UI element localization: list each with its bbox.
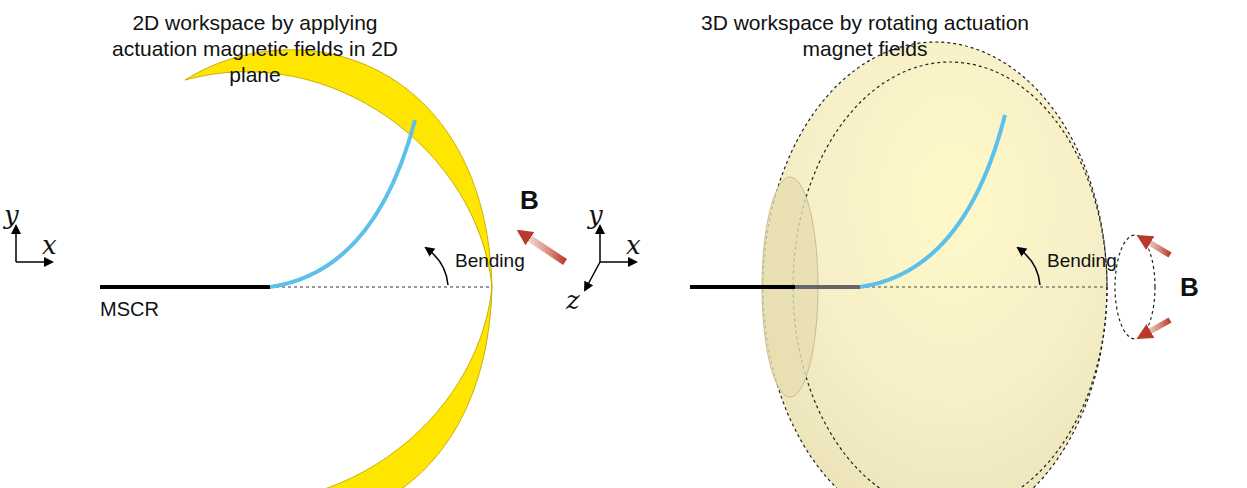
bent-segment — [270, 120, 415, 287]
part-label: MSCR — [100, 298, 159, 321]
mscr-rod — [100, 285, 270, 289]
bending-label: Bending — [1047, 250, 1117, 272]
axis-label: y — [588, 200, 603, 230]
axis-label: z — [566, 285, 580, 315]
right-panel — [585, 42, 1170, 488]
field-arrow — [1140, 320, 1170, 337]
bending-label: Bending — [455, 250, 525, 272]
axis-label: x — [626, 230, 641, 260]
field-arrow — [520, 232, 565, 262]
axis-label: y — [4, 200, 19, 230]
field-label: B — [520, 185, 539, 216]
workspace-crescent — [185, 287, 492, 488]
panel-title: 3D workspace by rotating actuation magne… — [700, 10, 1030, 62]
panel-title: 2D workspace by applying actuation magne… — [95, 10, 415, 88]
field-arrow — [1140, 237, 1170, 255]
bent-segment — [860, 115, 1005, 287]
field-label: B — [1180, 272, 1199, 303]
left-panel — [16, 50, 565, 488]
axis-label: x — [42, 230, 57, 260]
